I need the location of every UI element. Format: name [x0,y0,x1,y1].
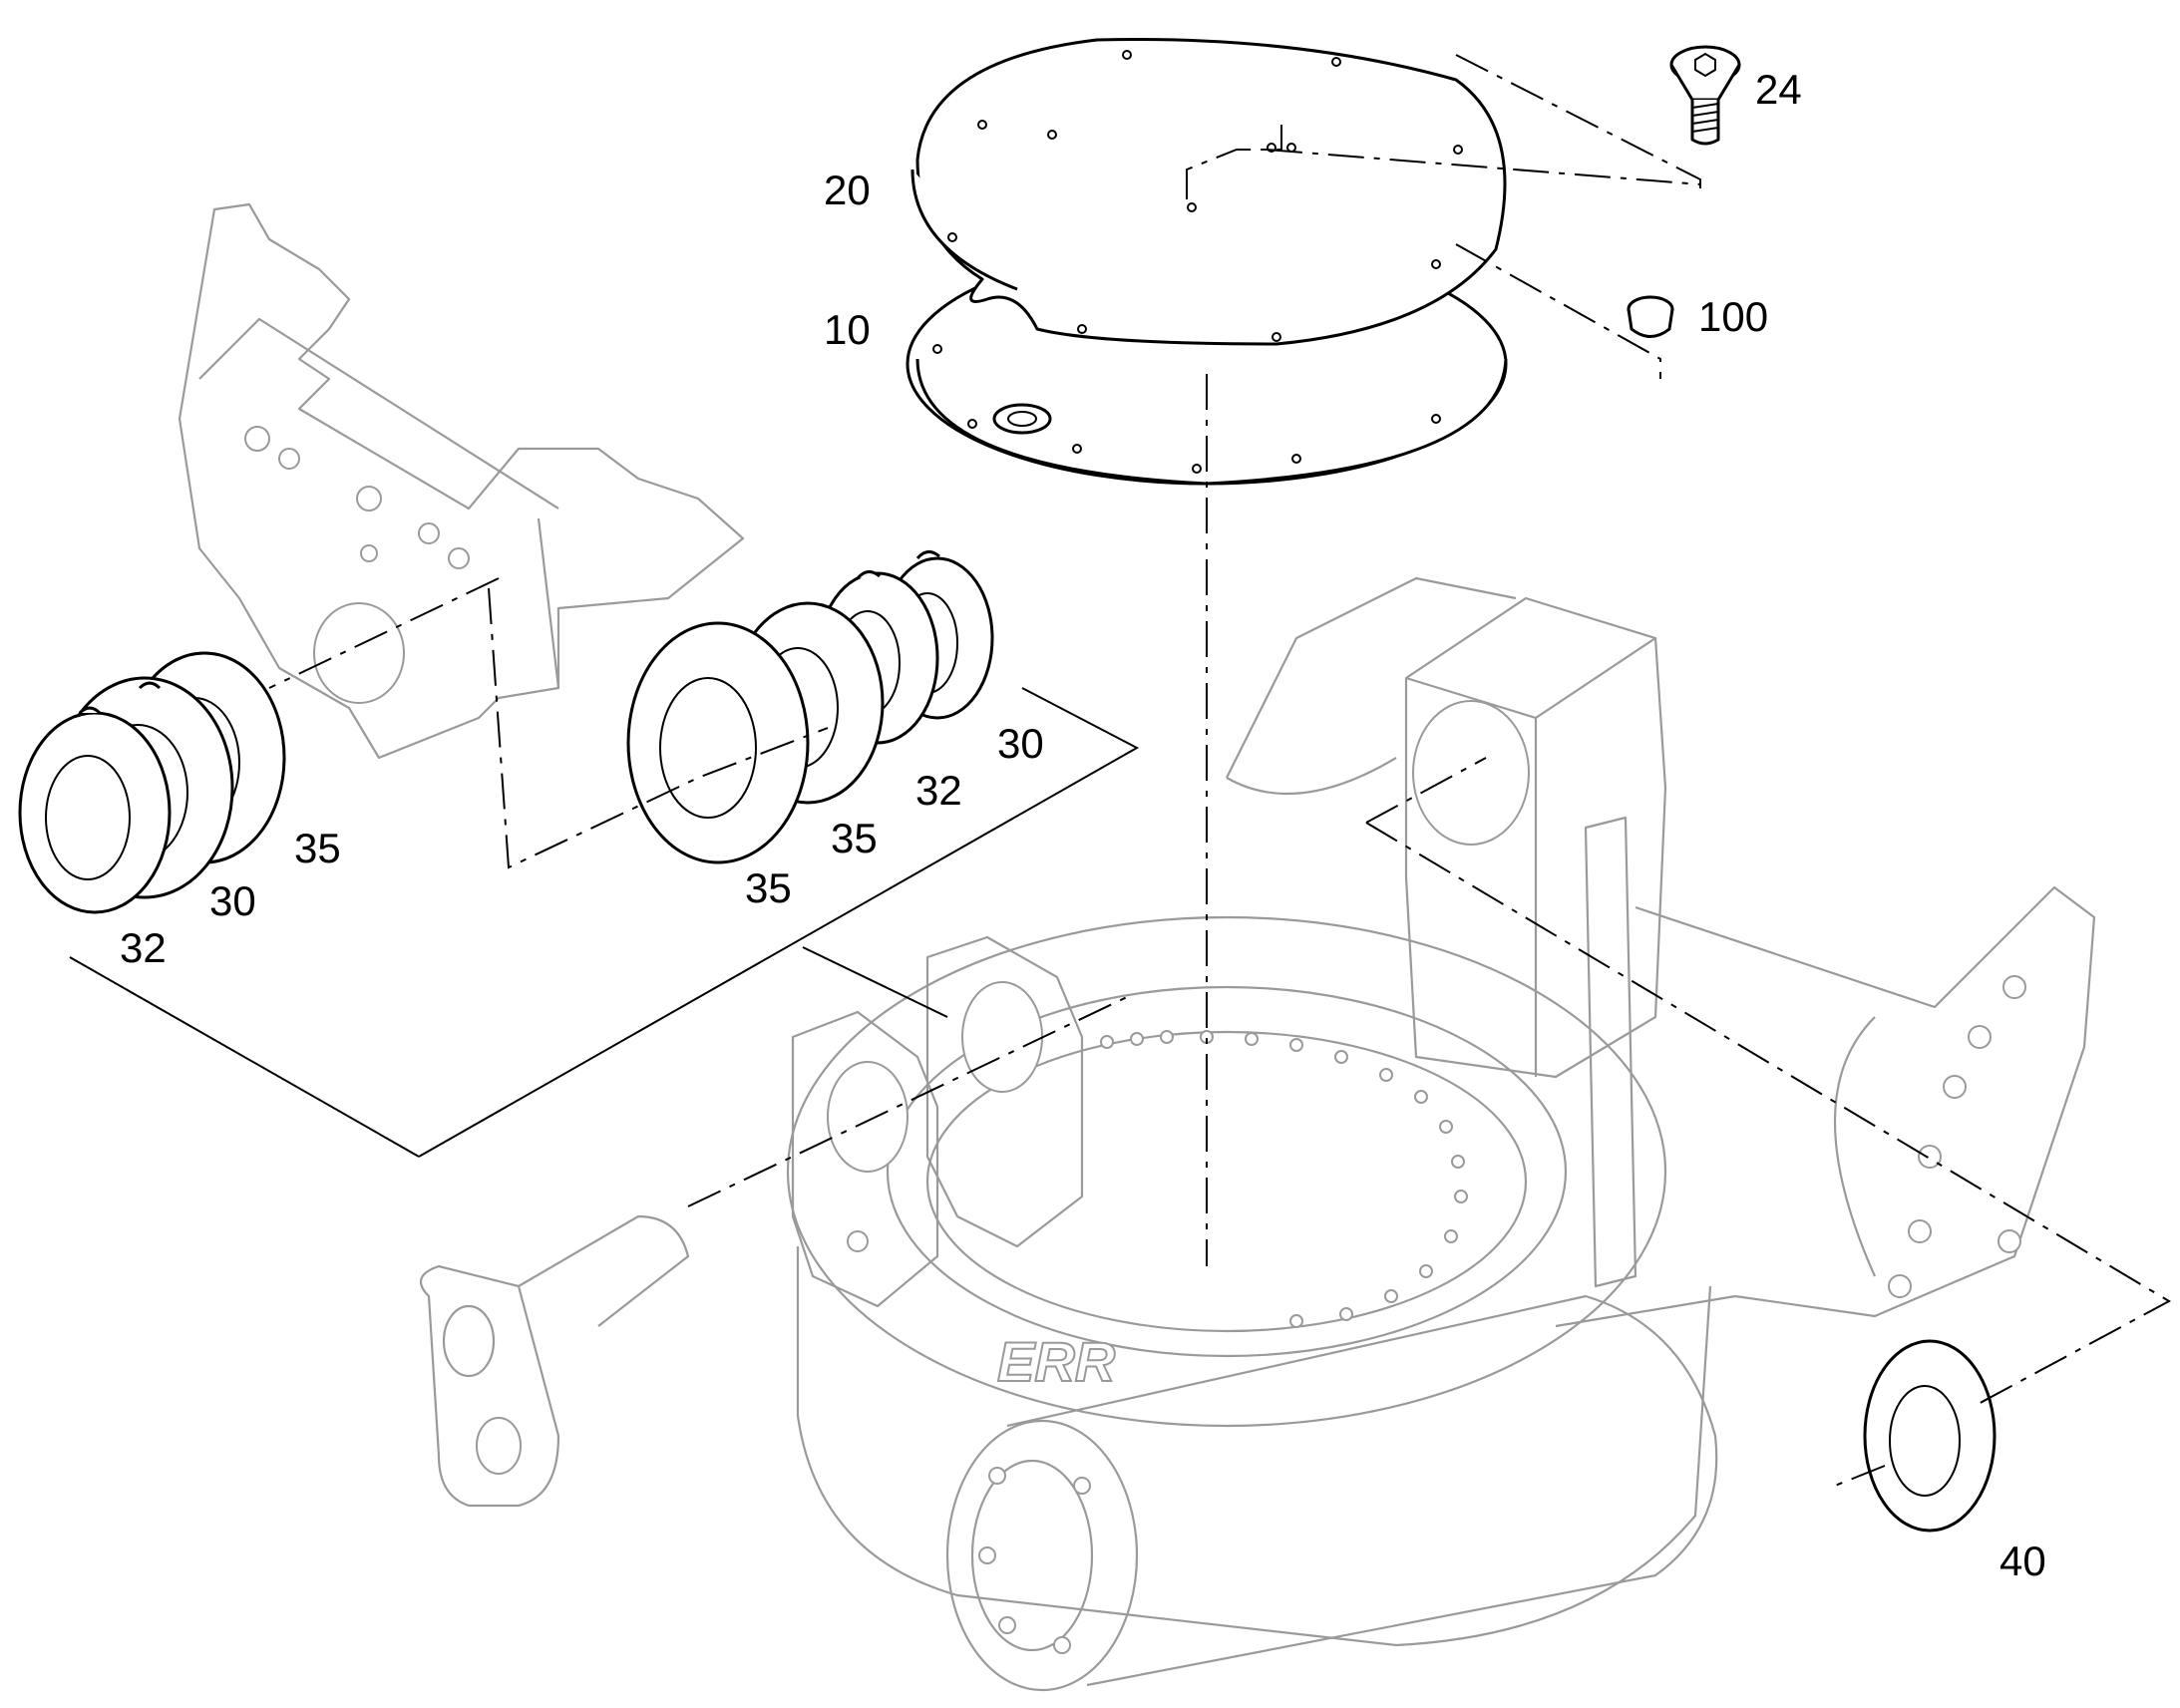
callout-30-right: 30 [997,720,1044,767]
callout-100: 100 [1698,293,1768,340]
callout-40: 40 [1999,1537,2046,1584]
callout-labels: 24 20 10 100 30 32 35 35 35 30 32 40 [120,66,2046,1584]
washer-stack-right [626,550,994,864]
bolt-hole-ring [1100,1030,1468,1328]
assembly-center-lines [268,54,2172,1487]
upper-left-bracket-ghost [178,202,745,760]
plug-100 [1627,295,1674,338]
cover-plate-20 [910,38,1507,346]
callout-35-right-a: 35 [831,815,878,861]
callout-32-left: 32 [120,924,167,971]
callout-20: 20 [824,167,871,213]
callout-32-right: 32 [915,767,962,814]
brand-logo: ERR [997,1330,1116,1393]
swing-frame-ghost: ERR [419,576,2096,1692]
washer-stack-left [18,651,286,914]
callout-30-left: 30 [209,877,256,924]
washer-40 [1863,1339,1997,1533]
callout-24: 24 [1755,66,1802,113]
callout-35-left: 35 [294,825,341,871]
callout-35-right-b: 35 [745,864,792,911]
callout-leader-lines [69,687,1140,1158]
pivot-pin-ghost [419,1214,690,1508]
countersunk-screw-24 [1669,45,1741,146]
callout-10: 10 [824,306,871,353]
